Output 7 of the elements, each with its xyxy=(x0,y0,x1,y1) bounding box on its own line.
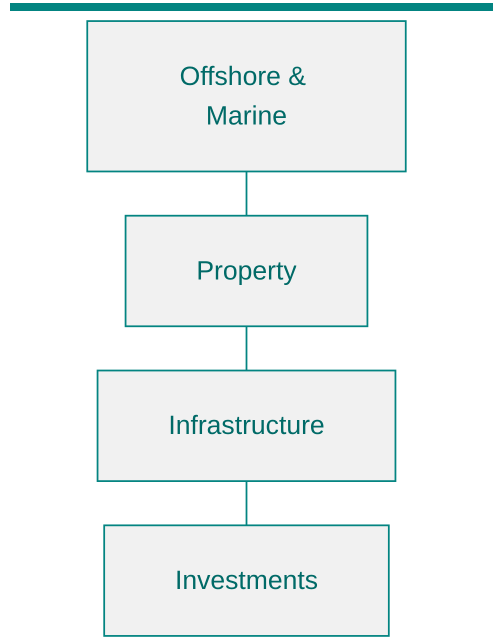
node-box: Property xyxy=(124,214,368,328)
connector xyxy=(246,171,248,216)
node-box: Infrastructure xyxy=(96,370,396,482)
connector xyxy=(246,481,248,526)
node-box: Offshore & Marine xyxy=(86,20,407,172)
node-box: Investments xyxy=(103,524,390,637)
connector xyxy=(246,326,248,371)
